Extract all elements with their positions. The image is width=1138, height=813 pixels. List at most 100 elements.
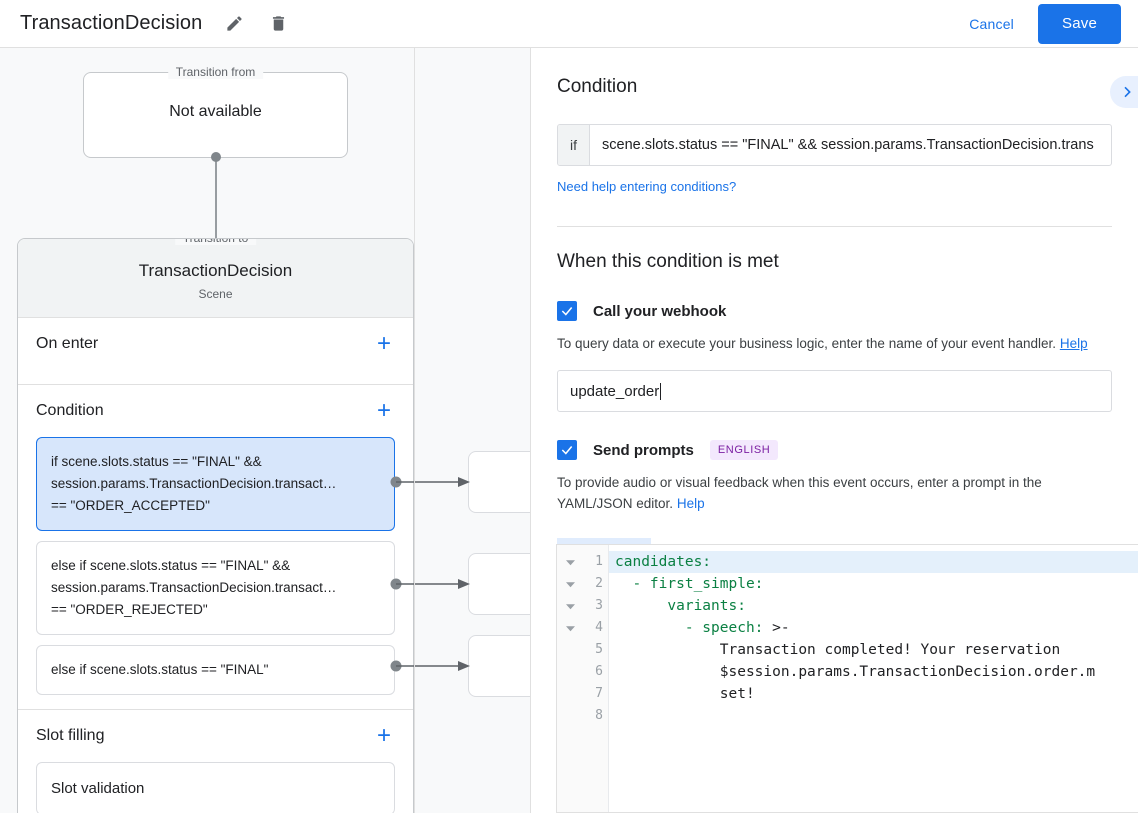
- section-title-on-enter: On enter: [36, 335, 99, 352]
- if-prefix-label: if: [558, 125, 590, 165]
- trash-icon[interactable]: [266, 12, 290, 36]
- transition-target-stub[interactable]: [468, 451, 531, 513]
- section-separator: [557, 226, 1112, 227]
- language-badge: ENGLISH: [709, 440, 779, 460]
- transition-from-box: Transition from Not available: [83, 65, 348, 158]
- code-token-text: set!: [615, 686, 755, 702]
- code-line[interactable]: candidates:: [609, 551, 1138, 573]
- when-met-title: When this condition is met: [557, 251, 779, 272]
- fold-spacer: [557, 683, 583, 705]
- chevron-right-icon[interactable]: [1110, 76, 1138, 108]
- transition-target-stub[interactable]: [468, 635, 531, 697]
- call-webhook-label: Call your webhook: [593, 302, 727, 320]
- when-condition-met-section: When this condition is met Call your web…: [531, 227, 1138, 572]
- condition-line: if scene.slots.status == "FINAL" &&: [51, 454, 262, 469]
- condition-expression-value[interactable]: scene.slots.status == "FINAL" && session…: [602, 137, 1094, 153]
- line-number: 3: [595, 598, 603, 613]
- line-number: 1: [595, 554, 603, 569]
- add-on-enter-button[interactable]: +: [376, 330, 391, 357]
- slot-validation-item[interactable]: Slot validation: [36, 762, 395, 813]
- top-bar-actions: Cancel Save: [957, 3, 1138, 44]
- fold-spacer: [557, 705, 583, 727]
- webhook-description-text: To query data or execute your business l…: [557, 336, 1057, 351]
- send-prompts-checkbox[interactable]: [557, 440, 577, 460]
- webhook-checkbox-row: Call your webhook: [557, 301, 1112, 321]
- yaml-code-editor[interactable]: 1 2 3 4 5 6 7 8 candidates: - first_simp…: [556, 544, 1138, 813]
- transition-to-legend: Transition to: [174, 239, 257, 245]
- condition-line: else if scene.slots.status == "FINAL" &&: [51, 558, 291, 573]
- code-line[interactable]: $session.params.TransactionDecision.orde…: [609, 661, 1138, 683]
- save-button[interactable]: Save: [1038, 3, 1121, 44]
- condition-line: == "ORDER_ACCEPTED": [51, 498, 210, 513]
- send-prompts-label: Send prompts: [593, 441, 694, 459]
- section-slot-filling: Slot filling + Slot validation: [18, 710, 413, 813]
- section-header-slot-filling: Slot filling +: [36, 710, 395, 762]
- fold-toggle-icon[interactable]: [557, 573, 583, 595]
- code-line[interactable]: - first_simple:: [609, 573, 1138, 595]
- webhook-description: To query data or execute your business l…: [557, 333, 1112, 354]
- page-title: TransactionDecision: [20, 12, 203, 34]
- prompts-help-link[interactable]: Help: [676, 496, 705, 511]
- event-handler-input[interactable]: update_order: [557, 370, 1112, 412]
- transition-from-legend: Transition from: [167, 65, 264, 79]
- code-token-text: >-: [763, 620, 790, 636]
- event-handler-value: update_order: [570, 382, 660, 400]
- pencil-icon[interactable]: [222, 12, 246, 36]
- code-line[interactable]: - speech: >-: [609, 617, 1138, 639]
- prompts-description-line2: editor.: [636, 496, 674, 511]
- condition-list-item[interactable]: else if scene.slots.status == "FINAL": [36, 645, 395, 695]
- fold-spacer: [557, 661, 583, 683]
- section-header-condition: Condition +: [36, 385, 395, 437]
- code-line[interactable]: set!: [609, 683, 1138, 705]
- webhook-help-link[interactable]: Help: [1059, 336, 1088, 351]
- transition-to-card: Transition to TransactionDecision Scene …: [17, 238, 414, 813]
- condition-panel-title: Condition: [557, 76, 638, 97]
- fold-spacer: [557, 639, 583, 661]
- transition-target-stub[interactable]: [468, 553, 531, 615]
- panel-divider: [530, 48, 531, 813]
- call-webhook-checkbox[interactable]: [557, 301, 577, 321]
- line-number: 6: [595, 664, 603, 679]
- code-token-key: - speech:: [615, 620, 764, 636]
- graph-column-divider: [414, 48, 415, 813]
- condition-list-item[interactable]: if scene.slots.status == "FINAL" && sess…: [36, 437, 395, 531]
- line-number: 4: [595, 620, 603, 635]
- section-condition: Condition + if scene.slots.status == "FI…: [18, 385, 413, 710]
- prompts-description: To provide audio or visual feedback when…: [557, 472, 1112, 514]
- code-token-key: candidates:: [615, 554, 712, 570]
- section-title-condition: Condition: [36, 402, 104, 419]
- transition-from-value: Not available: [169, 103, 262, 120]
- condition-list-item[interactable]: else if scene.slots.status == "FINAL" &&…: [36, 541, 395, 635]
- code-token-text: Transaction completed! Your reservation: [615, 642, 1061, 658]
- line-number: 8: [595, 708, 603, 723]
- scene-header: TransactionDecision Scene: [18, 239, 413, 318]
- condition-section: Condition if scene.slots.status == "FINA…: [531, 48, 1138, 227]
- scene-type: Scene: [198, 287, 233, 301]
- line-number: 2: [595, 576, 603, 591]
- fold-toggle-icon[interactable]: [557, 551, 583, 573]
- code-token-text: $session.params.TransactionDecision.orde…: [615, 664, 1096, 680]
- code-line[interactable]: Transaction completed! Your reservation: [609, 639, 1138, 661]
- condition-line: == "ORDER_REJECTED": [51, 602, 208, 617]
- code-content[interactable]: candidates: - first_simple: variants: - …: [609, 545, 1138, 812]
- fold-toggle-icon[interactable]: [557, 617, 583, 639]
- send-prompts-checkbox-row: Send prompts ENGLISH: [557, 440, 1112, 460]
- fold-toggle-icon[interactable]: [557, 595, 583, 617]
- add-slot-filling-button[interactable]: +: [376, 722, 391, 749]
- condition-line: session.params.TransactionDecision.trans…: [51, 580, 337, 595]
- add-condition-button[interactable]: +: [376, 397, 391, 424]
- section-title-slot-filling: Slot filling: [36, 727, 105, 744]
- condition-line: session.params.TransactionDecision.trans…: [51, 476, 337, 491]
- code-token-key: - first_simple:: [615, 576, 764, 592]
- condition-help-link[interactable]: Need help entering conditions?: [557, 179, 737, 194]
- code-line[interactable]: [609, 705, 1138, 727]
- code-line[interactable]: variants:: [609, 595, 1138, 617]
- condition-expression-field[interactable]: if scene.slots.status == "FINAL" && sess…: [557, 124, 1112, 166]
- line-number-gutter: 1 2 3 4 5 6 7 8: [583, 545, 609, 812]
- section-on-enter: On enter +: [18, 318, 413, 385]
- cancel-button[interactable]: Cancel: [957, 8, 1026, 40]
- line-number: 7: [595, 686, 603, 701]
- graph-panel: Transition from Not available Transition…: [0, 48, 531, 813]
- scene-name: TransactionDecision: [138, 261, 293, 280]
